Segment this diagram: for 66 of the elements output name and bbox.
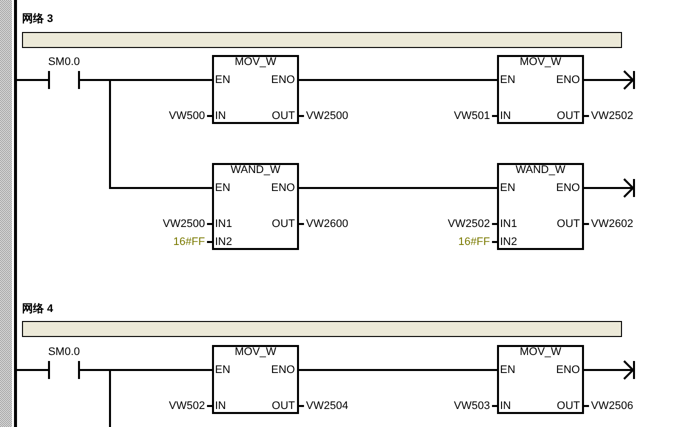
block-name: MOV_W bbox=[518, 346, 562, 358]
pin-label: IN2 bbox=[500, 236, 518, 248]
operand-address: VW2502 bbox=[584, 110, 634, 122]
function-block bbox=[497, 55, 584, 124]
pin-label: OUT bbox=[556, 110, 580, 122]
operand-address: VW2602 bbox=[584, 218, 634, 230]
operand-address: VW2500 bbox=[162, 218, 212, 230]
connection-line bbox=[88, 79, 212, 189]
pin-label: ENO bbox=[556, 364, 580, 376]
network-title: 网络 3 bbox=[22, 12, 54, 26]
pin-label: ENO bbox=[271, 364, 295, 376]
function-block bbox=[212, 345, 299, 414]
pin-label: ENO bbox=[556, 182, 580, 194]
pin-label: EN bbox=[215, 182, 230, 194]
pin-label: ENO bbox=[556, 74, 580, 86]
operand-address: VW2504 bbox=[299, 400, 348, 412]
block-name: MOV_W bbox=[234, 56, 278, 68]
pin-label: OUT bbox=[556, 400, 580, 412]
pin-label: OUT bbox=[272, 218, 295, 230]
pin-label: IN1 bbox=[500, 218, 518, 230]
pin-label: IN1 bbox=[215, 218, 232, 230]
block-name: MOV_W bbox=[234, 346, 278, 358]
power-rail bbox=[14, 0, 17, 427]
block-name: MOV_W bbox=[518, 56, 562, 68]
pin-label: IN bbox=[215, 400, 226, 412]
comment-bar bbox=[22, 321, 622, 337]
function-block bbox=[497, 163, 584, 250]
function-block bbox=[497, 345, 584, 414]
operand-address: VW500 bbox=[168, 110, 212, 122]
connection-line bbox=[299, 369, 497, 371]
connection-line bbox=[88, 369, 111, 427]
function-block bbox=[212, 163, 299, 250]
operand-address: 16#FF bbox=[173, 236, 212, 248]
pin-label: OUT bbox=[556, 218, 580, 230]
pin-label: IN bbox=[500, 400, 511, 412]
block-name: WAND_W bbox=[230, 164, 282, 176]
pin-label: EN bbox=[500, 364, 516, 376]
operand-address: VW501 bbox=[454, 110, 497, 122]
pin-label: OUT bbox=[272, 110, 295, 122]
contact-address: SM0.0 bbox=[47, 346, 81, 358]
pin-label: EN bbox=[215, 74, 230, 86]
pin-label: EN bbox=[500, 182, 516, 194]
connection-line bbox=[17, 79, 40, 81]
pin-label: IN bbox=[215, 110, 226, 122]
connection-line bbox=[299, 79, 497, 81]
pin-label: EN bbox=[500, 74, 516, 86]
connection-line bbox=[299, 187, 497, 189]
operand-address: VW502 bbox=[168, 400, 212, 412]
pin-label: EN bbox=[215, 364, 230, 376]
pin-label: ENO bbox=[271, 182, 295, 194]
pin-label: ENO bbox=[271, 74, 295, 86]
comment-bar bbox=[22, 32, 622, 48]
network-title: 网络 4 bbox=[22, 302, 54, 316]
function-block bbox=[212, 55, 299, 124]
operand-address: VW2506 bbox=[584, 400, 634, 412]
operand-address: VW2600 bbox=[299, 218, 348, 230]
operand-address: VW2500 bbox=[299, 110, 348, 122]
operand-address: 16#FF bbox=[458, 236, 497, 248]
operand-address: VW503 bbox=[454, 400, 497, 412]
contact-address: SM0.0 bbox=[47, 56, 81, 68]
connection-line bbox=[17, 369, 40, 371]
operand-address: VW2502 bbox=[448, 218, 497, 230]
pin-label: IN bbox=[500, 110, 511, 122]
pin-label: IN2 bbox=[215, 236, 232, 248]
block-name: WAND_W bbox=[514, 164, 566, 176]
pin-label: OUT bbox=[272, 400, 295, 412]
